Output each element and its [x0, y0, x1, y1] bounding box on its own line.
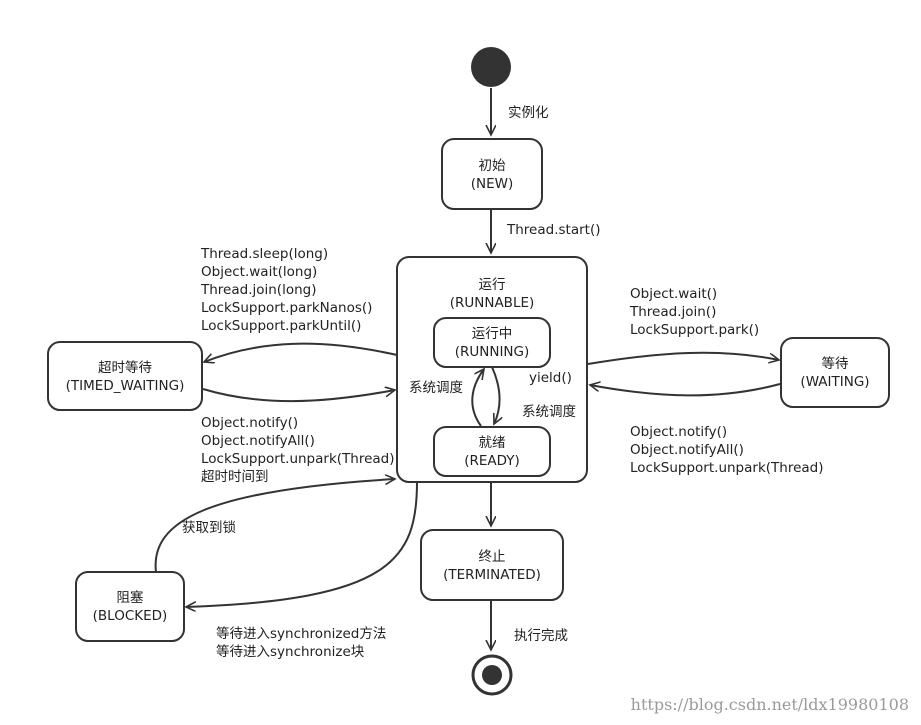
state-timed-waiting-code: (TIMED_WAITING)	[66, 378, 185, 394]
state-ready-name: 就绪	[479, 435, 506, 451]
label-to-timed-waiting-1: Thread.sleep(long)	[200, 246, 328, 262]
state-running-name: 运行中	[472, 326, 513, 342]
state-terminated: 终止 (TERMINATED)	[420, 529, 564, 601]
label-to-timed-waiting-5: LockSupport.parkUntil()	[201, 318, 361, 334]
state-new-name: 初始	[479, 157, 506, 174]
label-to-timed-waiting-4: LockSupport.parkNanos()	[201, 300, 372, 316]
state-new: 初始 (NEW)	[441, 138, 543, 210]
edge-schedule-up	[471, 369, 484, 427]
label-from-waiting-3: LockSupport.unpark(Thread)	[630, 460, 824, 476]
state-waiting: 等待 (WAITING)	[780, 337, 890, 408]
state-terminated-code: (TERMINATED)	[443, 567, 541, 583]
label-start: Thread.start()	[506, 222, 600, 238]
label-from-timed-waiting-2: Object.notifyAll()	[201, 433, 315, 449]
state-running: 运行中 (RUNNING)	[433, 317, 551, 368]
state-ready-code: (READY)	[464, 453, 520, 469]
state-ready: 就绪 (READY)	[433, 426, 551, 477]
label-to-timed-waiting-3: Thread.join(long)	[200, 282, 316, 298]
edge-yield	[491, 366, 500, 424]
state-runnable-code: (RUNNABLE)	[450, 295, 535, 311]
label-from-waiting-2: Object.notifyAll()	[630, 442, 744, 458]
label-from-timed-waiting-1: Object.notify()	[201, 415, 298, 431]
label-acquire-lock: 获取到锁	[182, 520, 236, 536]
label-to-blocked-1: 等待进入synchronized方法	[216, 625, 386, 642]
edge-to-timed-waiting	[204, 342, 398, 362]
final-node	[471, 654, 513, 696]
edge-from-waiting	[590, 384, 781, 397]
state-terminated-name: 终止	[479, 549, 506, 565]
label-to-blocked-2: 等待进入synchronize块	[216, 643, 365, 660]
label-from-timed-waiting-3: LockSupport.unpark(Thread)	[201, 451, 395, 467]
label-schedule-up: 系统调度	[409, 380, 463, 396]
initial-node	[471, 47, 511, 87]
label-to-waiting-1: Object.wait()	[630, 286, 717, 302]
edge-to-waiting	[587, 351, 779, 365]
state-new-code: (NEW)	[471, 176, 514, 192]
label-to-waiting-2: Thread.join()	[629, 304, 716, 320]
label-schedule-down: 系统调度	[522, 404, 576, 420]
state-waiting-code: (WAITING)	[800, 374, 869, 390]
label-to-waiting-3: LockSupport.park()	[630, 322, 759, 338]
state-timed-waiting: 超时等待 (TIMED_WAITING)	[47, 341, 203, 411]
state-blocked: 阻塞 (BLOCKED)	[75, 571, 185, 642]
edge-from-timed-waiting	[202, 389, 395, 403]
edge-to-blocked	[186, 481, 418, 607]
state-blocked-code: (BLOCKED)	[93, 608, 168, 624]
edge-acquire-lock	[154, 479, 395, 573]
state-timed-waiting-name: 超时等待	[98, 359, 152, 376]
label-from-waiting-1: Object.notify()	[630, 424, 727, 440]
label-instantiate: 实例化	[508, 105, 549, 121]
state-running-code: (RUNNING)	[455, 344, 530, 360]
label-from-timed-waiting-4: 超时时间到	[201, 469, 269, 485]
label-to-timed-waiting-2: Object.wait(long)	[201, 264, 317, 280]
state-waiting-name: 等待	[822, 355, 849, 372]
watermark: https://blog.csdn.net/ldx19980108	[631, 695, 909, 714]
label-yield: yield()	[529, 370, 572, 386]
label-complete: 执行完成	[514, 628, 568, 644]
state-blocked-name: 阻塞	[117, 589, 144, 606]
state-runnable-name: 运行	[479, 277, 506, 293]
